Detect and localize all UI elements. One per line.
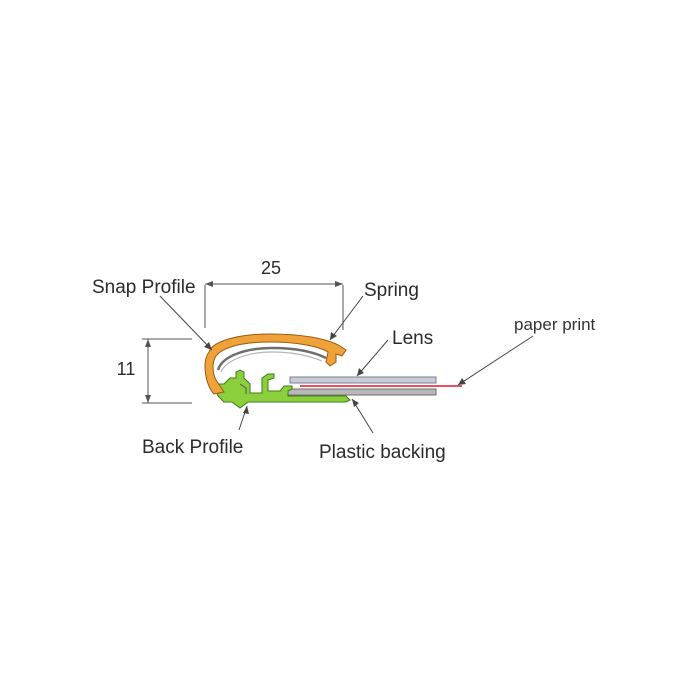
spring-shape	[216, 346, 327, 371]
back-profile-shape	[215, 369, 351, 409]
height-arrow-top	[145, 339, 151, 347]
spring-leader	[329, 295, 364, 341]
back-profile-label: Back Profile	[142, 437, 243, 458]
width-dimension-value: 25	[261, 258, 281, 278]
width-arrow-right	[335, 281, 343, 287]
plastic-backing-arrow	[352, 399, 359, 407]
paper-print-label: paper print	[514, 315, 596, 334]
plastic-backing-label: Plastic backing	[319, 442, 446, 463]
lens-sheet	[289, 376, 437, 384]
snap-profile-shape	[204, 333, 347, 395]
plastic-backing-sheet	[284, 388, 437, 396]
lens-arrow	[357, 368, 364, 376]
spring-label: Spring	[364, 280, 419, 301]
paper-print-arrow	[458, 378, 466, 385]
height-arrow-bottom	[145, 395, 151, 403]
width-arrow-left	[205, 281, 213, 287]
lens-leader	[356, 339, 389, 377]
panel-layers	[284, 376, 462, 396]
spring-shape-inner	[220, 351, 323, 373]
spring-arrow	[330, 332, 337, 340]
back-profile-detail	[239, 383, 247, 394]
back-profile-arrow	[243, 406, 249, 414]
snap-profile-arrow	[204, 342, 212, 350]
height-dimension-value: 11	[117, 359, 136, 379]
snap-profile-leader	[159, 295, 213, 351]
snap-profile-label: Snap Profile	[92, 277, 196, 298]
lens-label: Lens	[392, 328, 433, 349]
paper-print-leader	[457, 335, 534, 386]
height-dimension: 11	[117, 338, 192, 404]
width-dimension: 25	[204, 258, 344, 330]
leader-lines	[159, 295, 534, 434]
